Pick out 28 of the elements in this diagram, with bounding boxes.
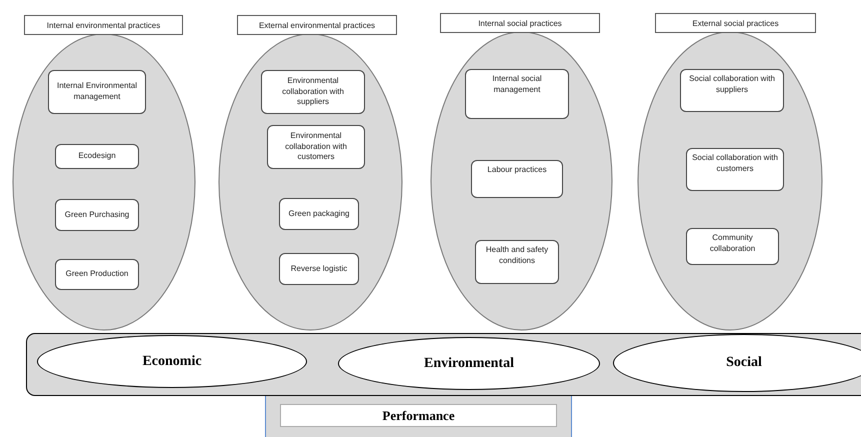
practice-ellipse <box>218 15 403 331</box>
category-heading: External environmental practices <box>237 15 397 35</box>
practice-ellipse <box>12 15 196 331</box>
practice-box: Environmental collaboration with suppliers <box>261 70 365 114</box>
dimension-band <box>26 333 861 396</box>
practice-ellipse <box>430 13 613 331</box>
practice-box: Green packaging <box>279 198 359 230</box>
practice-box: Reverse logistic <box>279 253 359 285</box>
practice-box: Internal social management <box>465 69 569 119</box>
practice-box: Social collaboration with suppliers <box>680 69 784 112</box>
category-heading: Internal environmental practices <box>24 15 183 35</box>
dimension-ellipse: Economic <box>37 335 307 388</box>
dimension-ellipse: Social <box>613 334 861 392</box>
practice-box: Environmental collaboration with customers <box>267 125 365 169</box>
practice-ellipse <box>637 13 823 331</box>
practice-box: Labour practices <box>471 160 563 198</box>
practice-box: Community collaboration <box>686 228 779 265</box>
practice-box: Health and safety conditions <box>475 240 559 284</box>
practice-box: Green Purchasing <box>55 199 139 231</box>
practice-box: Green Production <box>55 259 139 290</box>
performance-label: Performance <box>280 404 557 427</box>
category-heading: External social practices <box>655 13 816 33</box>
performance-panel <box>265 396 572 437</box>
dimension-ellipse: Environmental <box>338 337 600 390</box>
category-heading: Internal social practices <box>440 13 600 33</box>
practice-box: Ecodesign <box>55 144 139 169</box>
practice-box: Social collaboration with customers <box>686 148 784 191</box>
practice-box: Internal Environmental management <box>48 70 146 114</box>
